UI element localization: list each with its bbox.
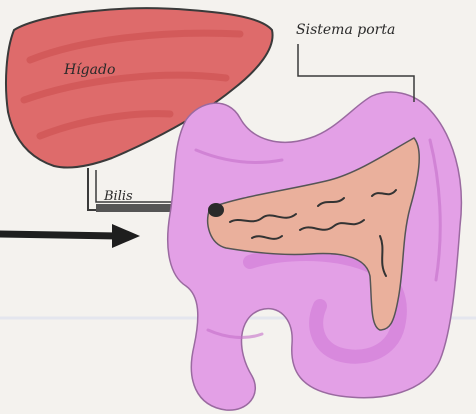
arrow-shaft: [0, 234, 118, 236]
liver-label: Hígado: [63, 62, 115, 78]
arrow-head: [112, 224, 140, 248]
portal-system-label: Sistema porta: [296, 22, 395, 38]
bile-label: Bilis: [103, 189, 133, 204]
bile-duct-entry: [208, 203, 224, 217]
